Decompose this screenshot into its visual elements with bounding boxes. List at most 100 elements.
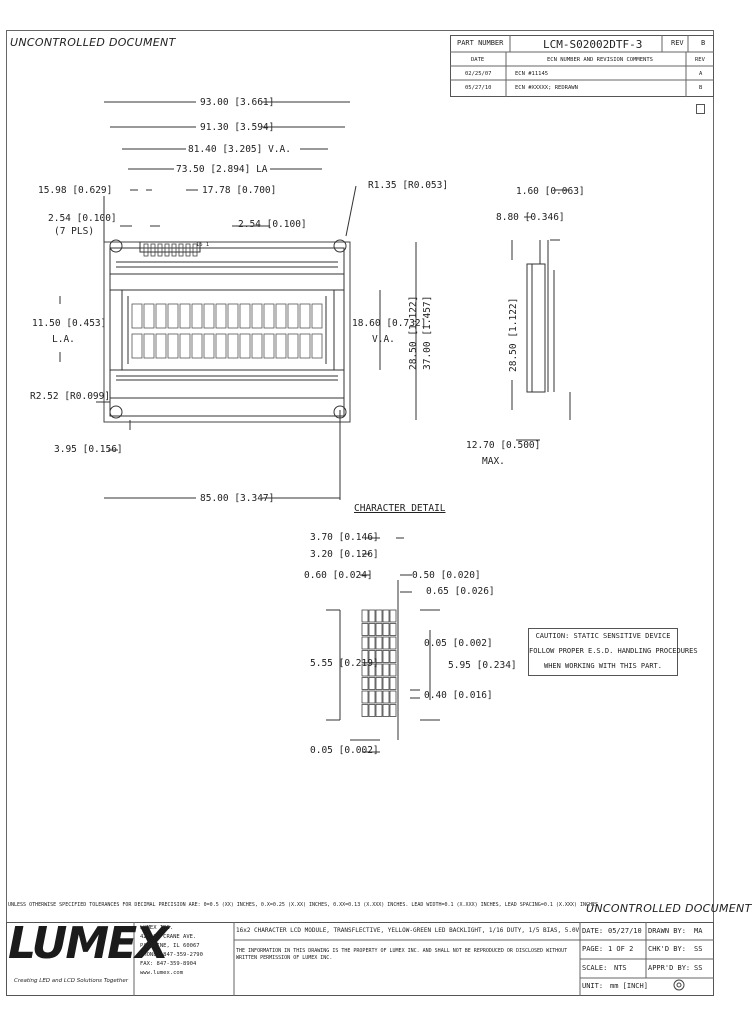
pin [150, 243, 156, 257]
dim-254: 2.54 [0.100] [48, 213, 117, 224]
pin [164, 243, 170, 257]
char-dim-060: 0.60 [0.024] [304, 570, 373, 581]
uncontrolled-stamp-top: UNCONTROLLED DOCUMENT [10, 36, 176, 49]
matrix-dot [389, 623, 397, 636]
rev-triangle-marker [696, 104, 705, 114]
matrix-dot [375, 663, 383, 677]
unit-value: mm [INCH] [610, 982, 648, 990]
lcd-char-cell [251, 333, 263, 359]
tolerance-note: UNLESS OTHERWISE SPECIFIED TOLERANCES FO… [8, 902, 599, 908]
dim-r252: R2.52 [R0.099] [30, 391, 111, 402]
scale-label: SCALE: [582, 964, 608, 972]
matrix-dot [361, 609, 369, 623]
matrix-dot [389, 663, 397, 677]
matrix-dot [361, 663, 369, 677]
dim-186-va: V.A. [372, 334, 395, 345]
dim-r135: R1.35 [R0.053] [368, 180, 449, 191]
checked-value: SS [694, 945, 703, 953]
dim-115: 11.50 [0.453] [32, 318, 107, 329]
matrix-dot [389, 690, 397, 704]
pin-label: 16 1 [196, 242, 210, 248]
matrix-dot [382, 636, 390, 650]
part-number-label: PART NUMBER [457, 39, 504, 47]
matrix-dot [368, 609, 376, 623]
lcd-char-cell [299, 333, 311, 359]
row-date: 05/27/10 [465, 85, 492, 91]
date-label: DATE: [582, 927, 604, 935]
revision-block-lines [450, 35, 714, 97]
caution-line-1: CAUTION: STATIC SENSITIVE DEVICE [535, 632, 671, 640]
unit-label: UNIT: [582, 982, 604, 990]
row-comment: ECN #11145 [515, 71, 549, 77]
dim-93: 93.00 [3.661] [200, 97, 275, 108]
char-dim-005b: 0.05 [0.002] [310, 745, 379, 756]
date-col-label: DATE [471, 57, 485, 63]
char-dim-370: 3.70 [0.146] [310, 532, 379, 543]
matrix-dot [368, 663, 376, 677]
lcd-char-cell [311, 333, 323, 359]
lcd-char-cell [143, 303, 155, 329]
matrix-dot [382, 650, 390, 663]
drawn-value: MA [694, 927, 703, 935]
rev-col-label: REV [695, 57, 705, 63]
matrix-dot [389, 636, 397, 650]
lcd-char-cell [275, 333, 287, 359]
lcd-char-cell [299, 303, 311, 329]
revision-block: PART NUMBER LCM-S02002DTF-3 REV B DATE E… [450, 35, 714, 97]
dim-1598: 15.98 [0.629] [38, 185, 113, 196]
matrix-dot [375, 677, 383, 690]
address-line: 425 S. CRANE AVE. [140, 934, 197, 940]
caution-line-3: WHEN WORKING WITH THIS PART. [543, 662, 662, 670]
page-value: 1 OF 2 [608, 945, 634, 953]
row-date: 02/25/07 [465, 71, 492, 77]
lcd-char-cell [203, 333, 215, 359]
matrix-dot [375, 623, 383, 636]
character-dot-matrix [361, 609, 397, 717]
dim-254-count: (7 PLS) [54, 226, 95, 237]
pin [185, 243, 191, 257]
mechanical-drawing [59, 101, 571, 753]
row-comment: ECN #XXXXX; REDRAWN [515, 85, 578, 91]
dim-913: 91.30 [3.594] [200, 122, 275, 133]
company-tagline: Creating LED and LCD Solutions Together [14, 978, 128, 984]
matrix-dot [389, 609, 397, 623]
drawn-label: DRAWN BY: [648, 927, 686, 935]
matrix-dot [382, 677, 390, 690]
dim-814: 81.40 [3.205] V.A. [188, 144, 291, 155]
lcd-char-cell [311, 303, 323, 329]
matrix-dot [368, 623, 376, 636]
lcd-char-cell [239, 303, 251, 329]
dim-254-right: 2.54 [0.100] [238, 219, 307, 230]
dim-115-la: L.A. [52, 334, 75, 345]
matrix-dot [382, 623, 390, 636]
pin-row [143, 243, 198, 257]
lcd-char-cell [203, 303, 215, 329]
pin [171, 243, 177, 257]
pin [157, 243, 163, 257]
pin [143, 243, 149, 257]
address-line: LUMEX INC. [140, 925, 174, 931]
caution-box: CAUTION: STATIC SENSITIVE DEVICE FOLLOW … [528, 628, 698, 676]
pin [192, 243, 198, 257]
matrix-dot [375, 690, 383, 704]
matrix-dot [382, 704, 390, 717]
lcd-char-cell [167, 303, 179, 329]
matrix-dot [368, 650, 376, 663]
ecn-col-label: ECN NUMBER AND REVISION COMMENTS [547, 57, 653, 63]
char-dim-065: 0.65 [0.026] [426, 586, 495, 597]
part-description: 16x2 CHARACTER LCD MODULE, TRANSFLECTIVE… [236, 927, 580, 934]
matrix-dot [368, 677, 376, 690]
lcd-char-cell [263, 303, 275, 329]
lcd-char-cell [179, 303, 191, 329]
caution-line-2: FOLLOW PROPER E.S.D. HANDLING PROCEDURES [529, 647, 698, 655]
rev-value: B [701, 39, 706, 47]
page-label: PAGE: [582, 945, 604, 953]
matrix-dot [375, 704, 383, 717]
title-block-lines [133, 922, 714, 996]
part-number: LCM-S02002DTF-3 [543, 38, 643, 51]
matrix-dot [361, 650, 369, 663]
date-value: 05/27/10 [608, 927, 642, 935]
approved-value: SS [694, 964, 703, 972]
character-detail-title: CHARACTER DETAIL [354, 503, 446, 514]
matrix-dot [368, 636, 376, 650]
